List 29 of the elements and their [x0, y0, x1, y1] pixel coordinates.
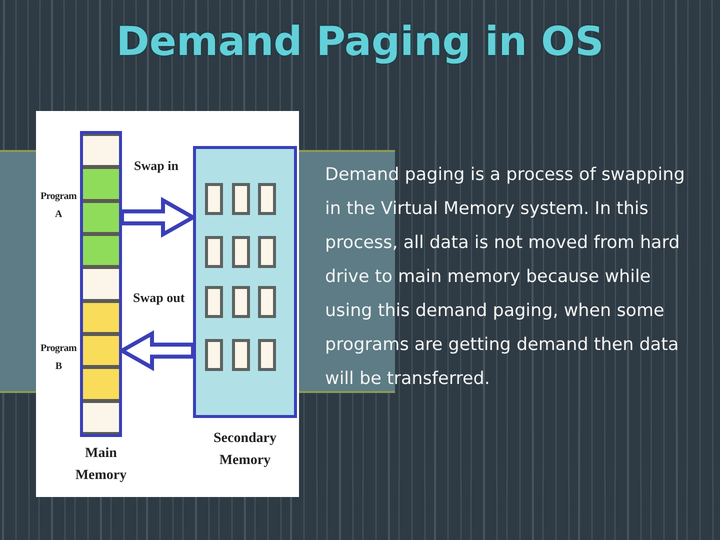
edge-label: Swap in [134, 157, 178, 175]
memory-slot [83, 134, 119, 168]
description-paragraph: Demand paging is a process of swapping in the Virtual Memory system. In this process, all data is not moved from hard drive to main memory because while using this demand paging, when some programs are getting demand then data will be transferred. [325, 164, 686, 391]
program-label: Program A [39, 190, 78, 222]
title: Demand Paging in OS [115, 18, 605, 67]
page-block [232, 236, 250, 268]
program-label: Program B [39, 342, 78, 374]
memory-slot [83, 167, 119, 201]
memory-slot [83, 400, 119, 434]
page-block [232, 183, 250, 215]
page-block [258, 339, 276, 371]
page-block [232, 339, 250, 371]
memory-slot [83, 200, 119, 234]
page-block [205, 339, 223, 371]
page-block [258, 183, 276, 215]
page-block [205, 236, 223, 268]
page-block [232, 286, 250, 318]
edge-label: Swap out [133, 289, 185, 307]
memory-slot [83, 267, 119, 301]
memory-caption: Secondary Memory [212, 430, 278, 470]
memory-slot [83, 234, 119, 268]
memory-slot [83, 367, 119, 401]
page-block [258, 236, 276, 268]
memory-slot [83, 300, 119, 334]
memory-caption: Main Memory [74, 445, 128, 485]
page-block [205, 286, 223, 318]
page-block [205, 183, 223, 215]
page-block [258, 286, 276, 318]
memory-slot [83, 334, 119, 368]
